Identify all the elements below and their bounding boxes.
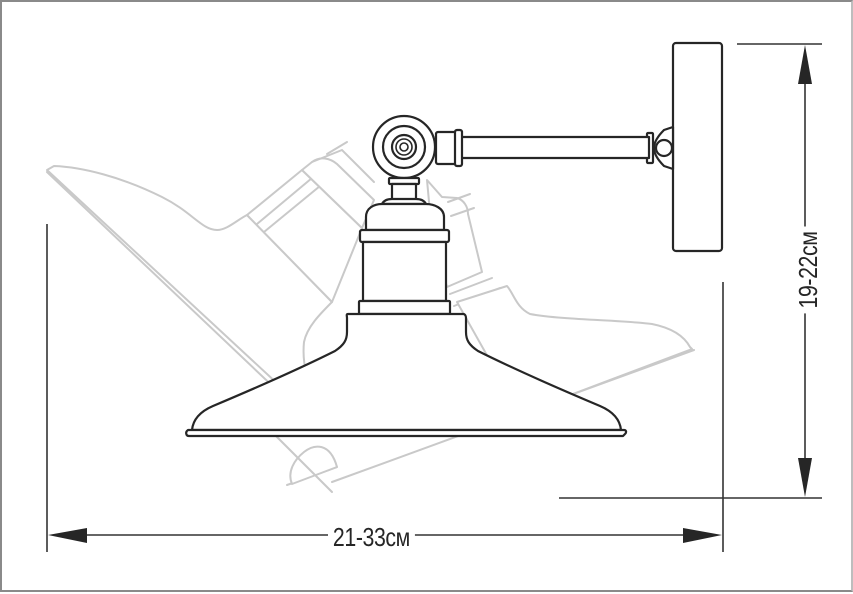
width-dimension-label: 21-33см bbox=[328, 524, 415, 550]
height-dimension-label: 19-22см bbox=[793, 226, 823, 314]
wall-bracket bbox=[645, 125, 675, 171]
shade bbox=[185, 312, 628, 438]
pivot-joint bbox=[371, 114, 437, 180]
ghost-shade-tilted-left bbox=[46, 141, 375, 415]
arrow-down-icon bbox=[798, 458, 812, 497]
arm-rod bbox=[434, 128, 651, 168]
lamp-socket bbox=[357, 202, 452, 316]
arrow-right-icon bbox=[683, 528, 722, 543]
arrow-left-icon bbox=[48, 528, 87, 543]
wall-plate bbox=[671, 41, 724, 253]
arrow-up-icon bbox=[798, 45, 812, 84]
neck bbox=[380, 176, 428, 206]
